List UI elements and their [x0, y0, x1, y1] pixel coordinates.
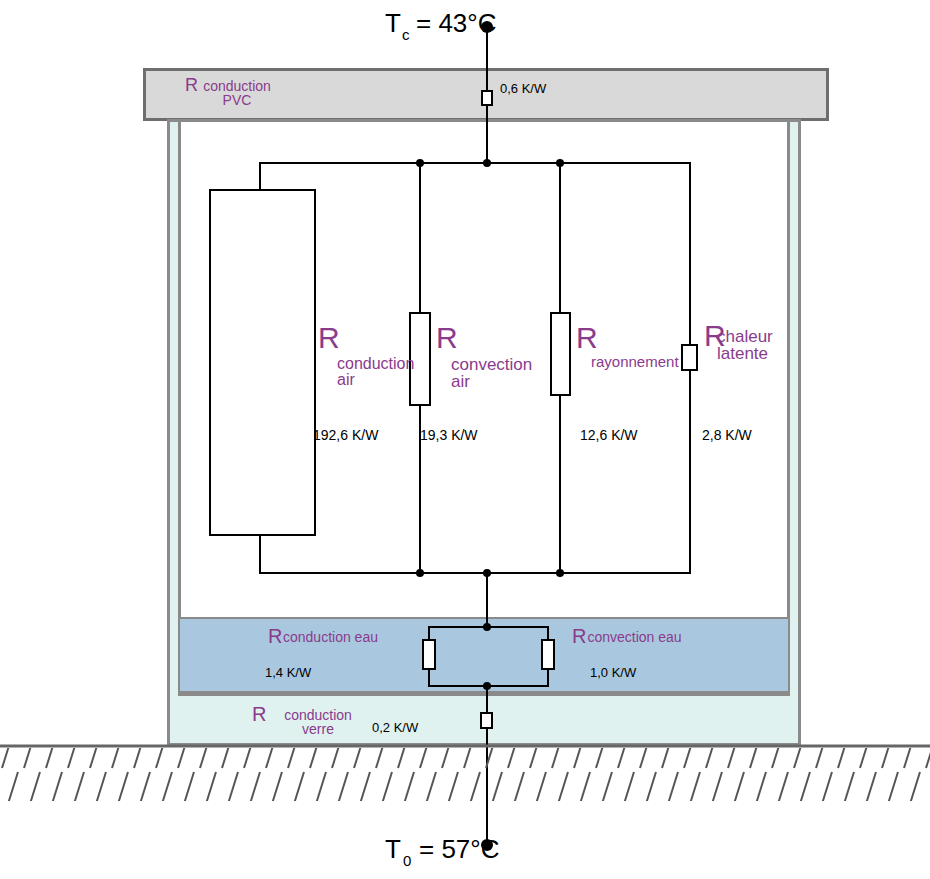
- resistance-name: R: [268, 626, 282, 646]
- resistance-name: conduction verre: [268, 708, 368, 736]
- resistance-name: convection air: [451, 356, 536, 390]
- temperature-label: = 43°C: [416, 10, 497, 36]
- temperature-subscript: 0: [403, 853, 411, 868]
- temperature-subscript: c: [402, 27, 410, 42]
- resistance-value: 1,0 K/W: [590, 666, 636, 679]
- resistance-name: conduction eau: [283, 630, 378, 644]
- resistance-value: 0,6 K/W: [500, 82, 546, 95]
- temperature-label: T: [385, 836, 401, 862]
- resistance-name: R: [436, 323, 458, 353]
- temperature-label: T: [385, 10, 401, 36]
- resistance-name: conduction PVC: [198, 79, 276, 107]
- resistance-value: 1,4 K/W: [265, 666, 311, 679]
- resistance-value: 192,6 K/W: [313, 428, 378, 442]
- resistance-value: 0,2 K/W: [372, 721, 418, 734]
- resistance-name: R: [318, 323, 340, 353]
- resistance-name: convection eau: [587, 630, 682, 644]
- resistance-name: conduction air: [337, 356, 417, 388]
- resistance-name: R: [572, 626, 586, 646]
- resistance-value: 2,8 K/W: [702, 428, 752, 442]
- resistance-name: R: [576, 323, 598, 353]
- resistance-value: 12,6 K/W: [580, 428, 638, 442]
- resistance-name: rayonnement: [591, 354, 679, 369]
- resistance-name: R: [252, 704, 266, 724]
- resistance-name: chaleur latente: [717, 328, 785, 362]
- resistance-name: R: [185, 76, 198, 94]
- resistance-value: 19,3 K/W: [420, 428, 478, 442]
- temperature-label: = 57°C: [419, 836, 500, 862]
